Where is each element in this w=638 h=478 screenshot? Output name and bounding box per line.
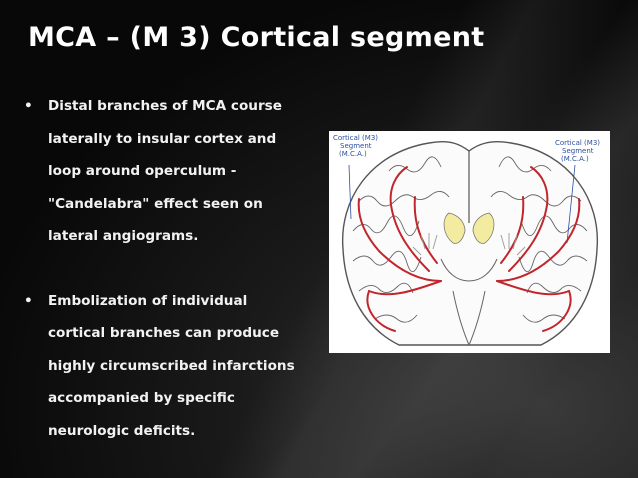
label-right-line: Cortical (M3) [555, 139, 600, 147]
label-left-line: Cortical (M3) [333, 134, 378, 142]
bullet-line: lateral angiograms. [48, 228, 199, 244]
candelabra-branches [412, 233, 526, 256]
cortical-arteries [357, 166, 581, 332]
bullet-line: Distal branches of MCA course [48, 98, 282, 114]
bullet-item: • Embolization of individual cortical br… [22, 285, 322, 448]
bullet-line: highly circumscribed infarctions [48, 357, 295, 374]
bullet-line: laterally to insular cortex and [48, 130, 277, 147]
gyri-right [490, 156, 588, 323]
deep-structure [440, 258, 498, 282]
label-right-line: (M.C.A.) [561, 155, 589, 163]
label-pointer-left [348, 164, 352, 220]
label-left-line: (M.C.A.) [339, 150, 367, 158]
bullet-line: "Candelabra" effect seen on [48, 195, 263, 212]
bullet-line: accompanied by specific [48, 390, 235, 406]
slide-title: MCA – (M 3) Cortical segment [28, 22, 485, 53]
brain-illustration: Cortical (M3) Segment (M.C.A.) Cortical … [329, 131, 610, 353]
gyri-left [352, 156, 450, 323]
label-right-line: Segment [562, 147, 594, 155]
bullet-marker: • [24, 98, 33, 114]
bullet-line: Embolization of individual [48, 292, 248, 309]
bullet-line: loop around operculum - [48, 163, 237, 179]
brainstem [452, 290, 486, 347]
lateral-ventricle-right [472, 212, 495, 244]
coronal-brain-diagram: Cortical (M3) Segment (M.C.A.) Cortical … [333, 134, 600, 347]
label-pointer-right [566, 164, 576, 244]
label-left-line: Segment [340, 142, 372, 150]
bullet-line: cortical branches can produce [48, 325, 280, 341]
bullet-marker: • [24, 292, 33, 309]
lateral-ventricle-left [443, 212, 466, 244]
bullet-line: neurologic deficits. [48, 422, 196, 439]
brain-outline [341, 141, 599, 346]
bullet-item: • Distal branches of MCA course laterall… [22, 90, 322, 253]
bullet-list: • Distal branches of MCA course laterall… [22, 90, 322, 447]
